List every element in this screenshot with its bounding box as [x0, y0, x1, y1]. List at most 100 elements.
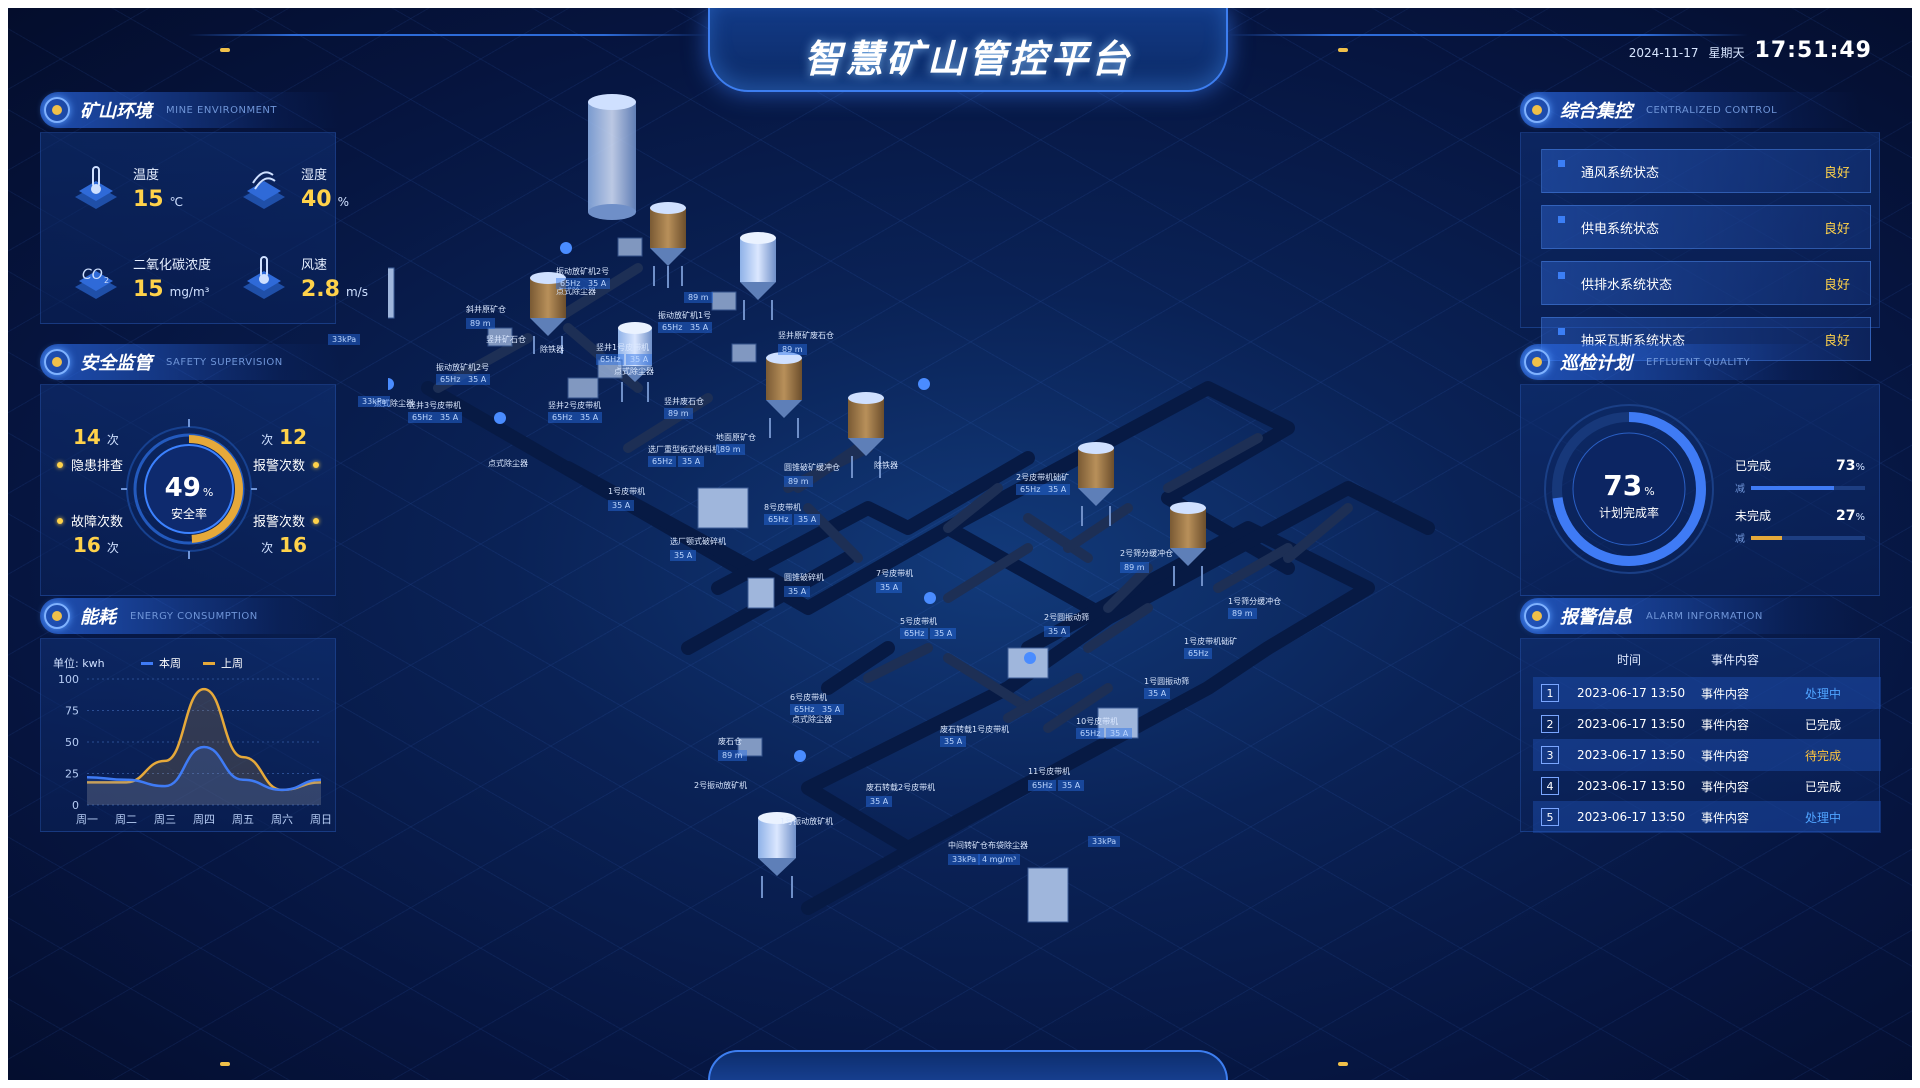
map-equipment-label[interactable]: 选厂重型板式给料机 — [648, 445, 720, 454]
map-reading-tag: 35 A — [1106, 728, 1133, 739]
safety-title: 安全监管 — [80, 353, 152, 374]
map-equipment-label[interactable]: 斜井原矿仓 — [466, 305, 506, 314]
map-equipment-label[interactable]: 1号筛分缓冲仓 — [1228, 597, 1282, 606]
map-equipment-label[interactable]: 废石转载2号皮带机 — [866, 783, 936, 792]
map-equipment-label[interactable]: 2号皮带机础矿 — [1016, 473, 1070, 482]
map-equipment-label[interactable]: 7号皮带机 — [876, 569, 914, 578]
safety-gauge — [121, 419, 257, 559]
todo-value: 27 — [1836, 508, 1856, 524]
map-equipment-label[interactable]: 竖井1号皮带机 — [596, 343, 650, 352]
map-equipment-label[interactable]: 2号振动放矿机 — [694, 781, 748, 790]
map-reading-tag: 89 m — [1120, 562, 1149, 573]
map-equipment-label[interactable]: 圆锥破矿缓冲仓 — [784, 463, 840, 472]
map-equipment-label[interactable]: 8号皮带机 — [764, 503, 802, 512]
map-equipment-label[interactable]: 点式除尘器 — [792, 715, 832, 724]
alarm-row-no: 2 — [1541, 715, 1559, 733]
map-equipment-label[interactable]: 1号振动放矿机 — [780, 817, 834, 826]
map-reading-tag: 35 A — [686, 322, 713, 333]
map-equipment-label[interactable]: 地面原矿仓 — [716, 433, 756, 442]
alarm-row-no: 4 — [1541, 777, 1559, 795]
header-banner: 智慧矿山管控平台 — [708, 8, 1228, 92]
map-equipment-label[interactable]: 废石仓 — [718, 737, 742, 746]
legend-last-week-label: 上周 — [221, 657, 243, 670]
map-reading-tag: 89 m — [716, 444, 745, 455]
map-equipment-label[interactable]: 振动放矿机2号 — [556, 267, 610, 276]
alarm-row-time: 2023-06-17 13:50 — [1577, 779, 1686, 793]
map-equipment-label[interactable]: 10号皮带机 — [1076, 717, 1119, 726]
map-equipment-label[interactable]: 5号皮带机 — [900, 617, 938, 626]
map-equipment-label[interactable]: 2号圆振动筛 — [1044, 613, 1090, 622]
map-equipment-label[interactable]: 振动放矿机1号 — [658, 311, 712, 320]
done-progress-track — [1751, 485, 1865, 490]
map-equipment-label[interactable]: 除铁器 — [540, 345, 564, 354]
map-equipment-label[interactable]: 废石转载1号皮带机 — [940, 725, 1010, 734]
alarm-label-top: 报警次数 — [253, 455, 319, 474]
fault-count-unit: 次 — [106, 541, 119, 555]
alarm-row-status[interactable]: 已完成 — [1805, 717, 1842, 732]
bullet-dot-icon — [57, 517, 63, 524]
map-reading-tag: 35 A — [784, 586, 811, 597]
alarm-subtitle: ALARM INFORMATION — [1646, 610, 1763, 622]
panel-orb-icon — [1524, 97, 1550, 123]
map-equipment-label[interactable]: 2号筛分缓冲仓 — [1120, 549, 1174, 558]
map-equipment-label[interactable]: 点式除尘器 — [614, 367, 654, 376]
page-title: 智慧矿山管控平台 — [803, 37, 1132, 81]
map-equipment-label[interactable]: 振动放矿机2号 — [436, 363, 490, 372]
date-time: 2024-11-17 星期天 17:51:49 — [1629, 38, 1872, 63]
map-reading-tag: 65Hz — [1016, 484, 1045, 495]
equipment-units — [388, 237, 1139, 923]
map-equipment-label[interactable]: 点式除尘器 — [374, 399, 414, 408]
x-tick-label: 周三 — [154, 813, 176, 826]
map-equipment-label[interactable]: 除铁器 — [874, 461, 898, 470]
map-equipment-label[interactable]: 竖井矿石仓 — [486, 335, 526, 344]
humidity-icon — [237, 161, 291, 215]
wind-label: 风速 — [301, 258, 328, 273]
map-equipment-label[interactable]: 6号皮带机 — [790, 693, 828, 702]
alarm-row-time: 2023-06-17 13:50 — [1577, 686, 1686, 700]
map-equipment-label[interactable]: 竖井2号皮带机 — [548, 401, 602, 410]
footer-marker-right — [1338, 1062, 1348, 1066]
inspection-rate: 73% 计划完成率 — [1579, 469, 1679, 521]
alarm-label-top-text: 报警次数 — [252, 459, 305, 474]
map-equipment-label[interactable]: 1号皮带机 — [608, 487, 646, 496]
status-square-icon — [1558, 216, 1565, 223]
status-square-icon — [1558, 272, 1565, 279]
map-equipment-label[interactable]: 选厂颚式破碎机 — [670, 537, 726, 546]
alarm-row-status[interactable]: 已完成 — [1805, 779, 1842, 794]
map-equipment-label[interactable]: 1号皮带机础矿 — [1184, 637, 1238, 646]
alarm-row-status[interactable]: 待完成 — [1805, 748, 1842, 763]
silos — [530, 202, 1206, 898]
wind-thermometer-icon — [237, 251, 291, 305]
map-equipment-label[interactable]: 圆锥破碎机 — [784, 573, 824, 582]
map-reading-tag: 35 A — [794, 514, 821, 525]
map-equipment-label[interactable]: 竖井废石仓 — [664, 397, 704, 406]
map-equipment-label[interactable]: 点式除尘器 — [488, 459, 528, 468]
map-reading-tag: 35 A — [626, 354, 653, 365]
map-equipment-label[interactable]: 点式除尘器 — [556, 287, 596, 296]
map-equipment-label[interactable]: 1号圆振动筛 — [1144, 677, 1190, 686]
alarm-row-status[interactable]: 处理中 — [1805, 686, 1842, 701]
status-value: 良好 — [1823, 221, 1850, 237]
map-reading-tag: 89 m — [466, 318, 495, 329]
status-row[interactable]: 通风系统状态良好 — [1541, 149, 1871, 193]
alarm-row-status[interactable]: 处理中 — [1805, 810, 1842, 825]
env-subtitle: MINE ENVIRONMENT — [166, 104, 277, 116]
env-temperature: 温度 15℃ — [69, 161, 183, 215]
map-equipment-label[interactable]: 11号皮带机 — [1028, 767, 1071, 776]
map-reading-tag: 35 A — [930, 628, 957, 639]
status-row[interactable]: 供电系统状态良好 — [1541, 205, 1871, 249]
fault-label: 故障次数 — [57, 511, 123, 530]
env-panel-title: 矿山环境 MINE ENVIRONMENT — [40, 92, 340, 128]
map-equipment-label[interactable]: 中间转矿仓布袋除尘器 — [948, 841, 1028, 850]
map-equipment-label[interactable]: 竖井原矿废石仓 — [778, 331, 834, 340]
status-row[interactable]: 供排水系统状态良好 — [1541, 261, 1871, 305]
wind-unit: m/s — [345, 285, 368, 299]
map-equipment-label[interactable]: 竖井3号皮带机 — [408, 401, 462, 410]
alarm-row-event: 事件内容 — [1701, 686, 1750, 701]
